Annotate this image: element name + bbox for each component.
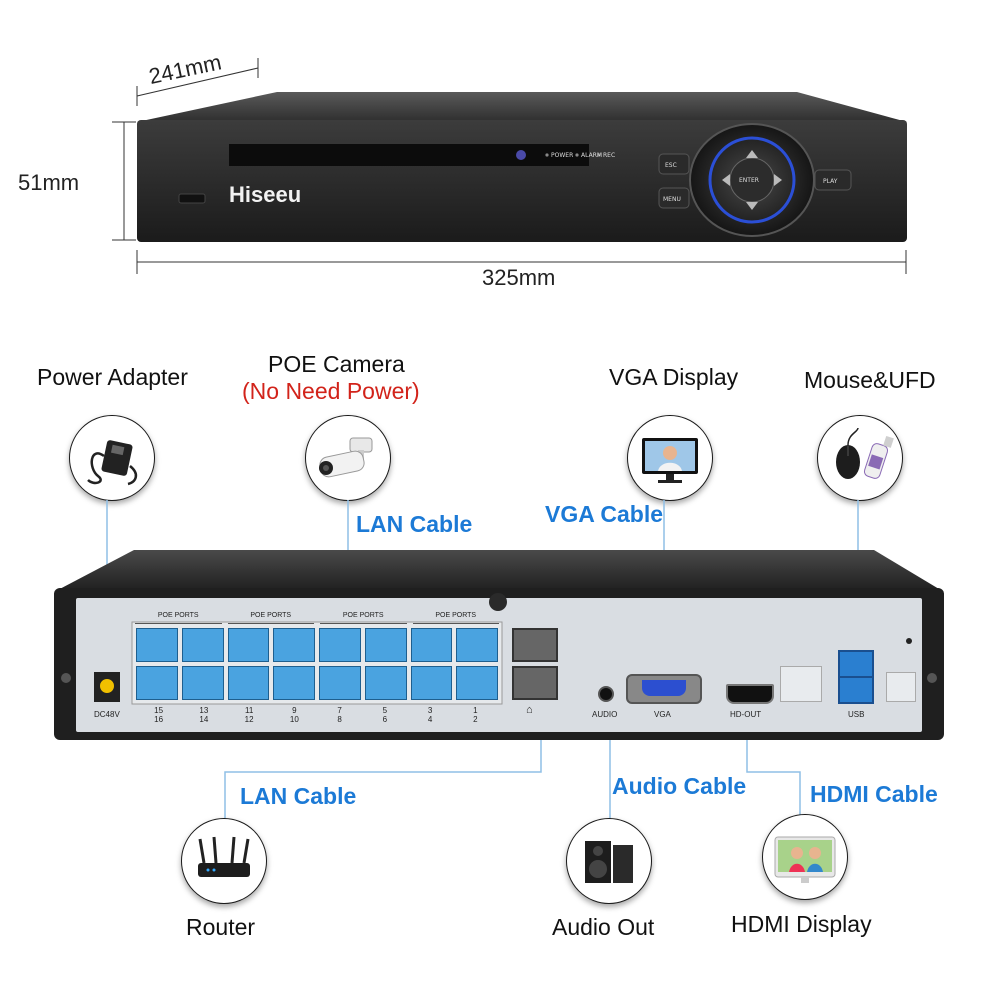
poe-group-label: POE PORTS	[227, 612, 314, 624]
indicator-alarm: ALARM	[581, 152, 602, 159]
lan-port[interactable]	[512, 666, 558, 700]
vga-display-icon	[627, 415, 713, 501]
poe-port[interactable]	[136, 628, 178, 662]
audio-port-label: AUDIO	[592, 710, 618, 719]
port-number: 8	[337, 715, 342, 724]
esc-button[interactable]: ESC	[665, 162, 677, 169]
vga-cable-label: VGA Cable	[545, 501, 664, 527]
hdmi-port[interactable]	[726, 684, 774, 704]
port-numbers-bottom: 16 14 12 10 8 6 4 2	[136, 715, 498, 724]
port-number: 12	[244, 715, 254, 724]
port-number: 3	[427, 706, 433, 715]
port-number: 1	[473, 706, 478, 715]
blank-plate	[886, 672, 916, 702]
port-numbers-top: 15 13 11 9 7 5 3 1	[136, 706, 498, 715]
vga-port-label: VGA	[654, 710, 671, 719]
poe-ports-group: POE PORTS POE PORTS POE PORTS POE PORTS	[132, 612, 502, 624]
power-adapter-icon	[69, 415, 155, 501]
poe-port[interactable]	[410, 628, 453, 662]
menu-button[interactable]: MENU	[663, 196, 681, 203]
hdmi-port-label: HD-OUT	[730, 710, 762, 719]
vga-port[interactable]	[626, 674, 702, 704]
blank-plate	[780, 666, 822, 702]
port-number: 5	[382, 706, 388, 715]
port-number: 6	[382, 715, 388, 724]
port-number: 11	[244, 706, 254, 715]
usb-port-label: USB	[848, 710, 865, 719]
poe-port[interactable]	[227, 666, 270, 700]
poe-port[interactable]	[364, 666, 407, 700]
port-number: 15	[154, 706, 164, 715]
port-number: 13	[199, 706, 209, 715]
port-number: 4	[427, 715, 433, 724]
poe-port[interactable]	[319, 628, 361, 662]
port-number: 7	[337, 706, 342, 715]
poe-port[interactable]	[181, 628, 224, 662]
poe-camera-label: POE Camera	[268, 351, 405, 377]
port-number: 2	[473, 715, 478, 724]
port-number: 9	[292, 706, 297, 715]
poe-port[interactable]	[136, 666, 178, 700]
poe-camera-note: (No Need Power)	[242, 378, 420, 404]
lan-cable-label-top: LAN Cable	[356, 511, 473, 537]
lan-port[interactable]	[512, 628, 558, 662]
brand-logo: Hiseeu	[229, 182, 302, 207]
router-icon	[181, 818, 267, 904]
hdmi-display-icon	[762, 814, 848, 900]
indicator-power: POWER	[551, 152, 573, 159]
poe-port[interactable]	[410, 666, 453, 700]
poe-group-label: POE PORTS	[412, 612, 499, 624]
power-port-label: DC48V	[94, 710, 120, 719]
poe-port[interactable]	[181, 666, 224, 700]
nvr-front-view: POWER ALARM REC ESC MENU PLAY ENTER Hise…	[137, 92, 907, 244]
hdmi-display-label: HDMI Display	[731, 911, 872, 937]
router-label: Router	[186, 914, 256, 940]
nvr-front-body: POWER ALARM REC ESC MENU PLAY ENTER	[137, 92, 907, 242]
play-button[interactable]: PLAY	[823, 178, 838, 185]
port-number: 10	[289, 715, 299, 724]
hdmi-cable-label: HDMI Cable	[810, 781, 938, 807]
usb-port[interactable]	[838, 676, 874, 704]
mouse-ufd-label: Mouse&UFD	[804, 367, 936, 393]
poe-port-grid	[136, 628, 498, 700]
mouse-ufd-icon	[817, 415, 903, 501]
poe-port[interactable]	[319, 666, 361, 700]
port-number: 16	[154, 715, 164, 724]
network-icon: ⌂	[526, 704, 533, 716]
enter-button[interactable]: ENTER	[739, 177, 759, 184]
port-number: 14	[199, 715, 209, 724]
height-dimension: 51mm	[18, 170, 80, 195]
reset-hole[interactable]	[906, 638, 912, 644]
audio-port[interactable]	[598, 686, 614, 702]
power-adapter-label: Power Adapter	[37, 364, 188, 390]
vga-display-label: VGA Display	[609, 364, 739, 390]
poe-port[interactable]	[456, 628, 498, 662]
audio-cable-label: Audio Cable	[612, 773, 747, 799]
width-dimension: 325mm	[482, 265, 556, 290]
indicator-rec: REC	[603, 152, 615, 159]
poe-camera-icon	[305, 415, 391, 501]
usb-port[interactable]	[838, 650, 874, 678]
nvr-rear-view: POE PORTS POE PORTS POE PORTS POE PORTS …	[54, 546, 944, 742]
poe-port[interactable]	[364, 628, 407, 662]
poe-port[interactable]	[273, 628, 315, 662]
poe-group-label: POE PORTS	[320, 612, 407, 624]
audio-out-label: Audio Out	[552, 914, 655, 940]
poe-port[interactable]	[273, 666, 315, 700]
dimension-lines	[112, 58, 907, 274]
poe-port[interactable]	[227, 628, 270, 662]
lan-cable-label-bottom: LAN Cable	[240, 783, 357, 809]
poe-port[interactable]	[456, 666, 498, 700]
speaker-icon	[566, 818, 652, 904]
poe-group-label: POE PORTS	[135, 612, 222, 624]
